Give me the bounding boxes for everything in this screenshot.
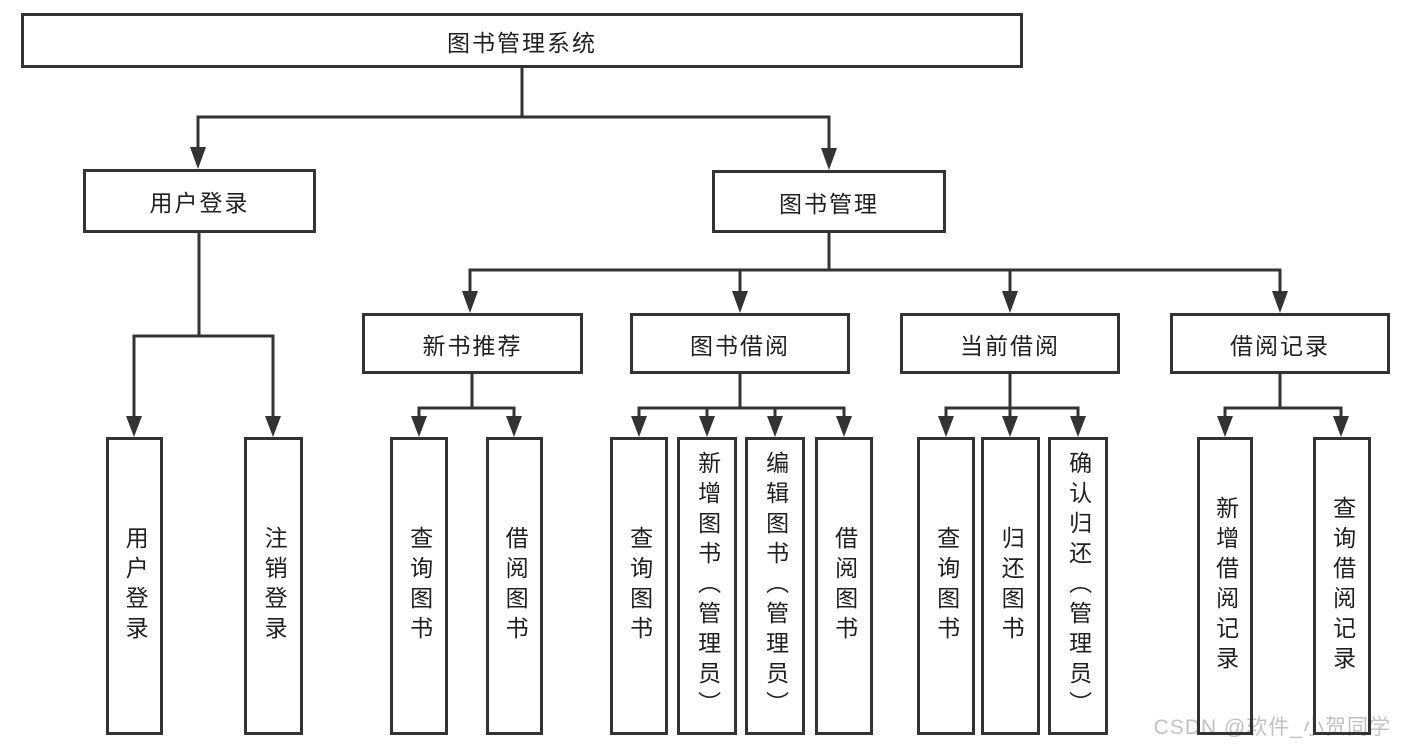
node-label: 图书管理系统	[447, 29, 597, 56]
leaf-logout: 注销登录	[244, 437, 303, 735]
node-label: 查询图书	[626, 526, 653, 646]
node-label: 借阅记录	[1230, 332, 1330, 359]
leaf-br-query-record: 查询借阅记录	[1313, 437, 1371, 735]
leaf-nbr-borrow-books: 借阅图书	[486, 437, 543, 735]
leaf-bb-edit-book-admin: 编辑图书（管理员）	[745, 437, 805, 735]
node-label: 注销登录	[261, 526, 288, 646]
node-book-management: 图书管理	[712, 170, 946, 233]
node-label: 当前借阅	[960, 332, 1060, 359]
node-label: 新增借阅记录	[1212, 496, 1239, 676]
node-label: 用户登录	[149, 190, 250, 216]
node-library-system: 图书管理系统	[21, 13, 1023, 68]
node-new-book-recommend: 新书推荐	[362, 313, 583, 374]
leaf-bb-query-books: 查询图书	[610, 437, 668, 735]
node-label: 查询借阅记录	[1329, 496, 1356, 676]
node-user-login: 用户登录	[83, 169, 316, 233]
node-label: 新增图书（管理员）	[694, 451, 721, 721]
node-label: 图书管理	[779, 190, 879, 217]
leaf-cb-confirm-return-admin: 确认归还（管理员）	[1048, 437, 1108, 735]
node-label: 用户登录	[122, 526, 149, 646]
leaf-cb-query-books: 查询图书	[917, 437, 975, 735]
node-book-borrowing: 图书借阅	[630, 313, 850, 374]
leaf-bb-borrow-books: 借阅图书	[815, 437, 873, 735]
node-label: 图书借阅	[690, 332, 790, 359]
leaf-br-add-record: 新增借阅记录	[1197, 437, 1253, 735]
node-label: 查询图书	[406, 526, 433, 646]
leaf-nbr-query-books: 查询图书	[390, 437, 448, 735]
node-label: 确认归还（管理员）	[1065, 451, 1092, 721]
leaf-cb-return-books: 归还图书	[981, 437, 1040, 735]
node-label: 借阅图书	[831, 526, 858, 646]
node-label: 编辑图书（管理员）	[762, 451, 789, 721]
node-label: 归还图书	[998, 526, 1025, 646]
arrowheads	[126, 147, 1349, 437]
node-label: 新书推荐	[422, 332, 523, 359]
node-label: 查询图书	[933, 526, 960, 646]
node-current-borrowing: 当前借阅	[900, 313, 1120, 374]
leaf-bb-add-book-admin: 新增图书（管理员）	[677, 437, 737, 735]
node-label: 借阅图书	[502, 526, 529, 646]
node-borrowing-records: 借阅记录	[1170, 313, 1390, 374]
leaf-user-login: 用户登录	[106, 437, 163, 735]
